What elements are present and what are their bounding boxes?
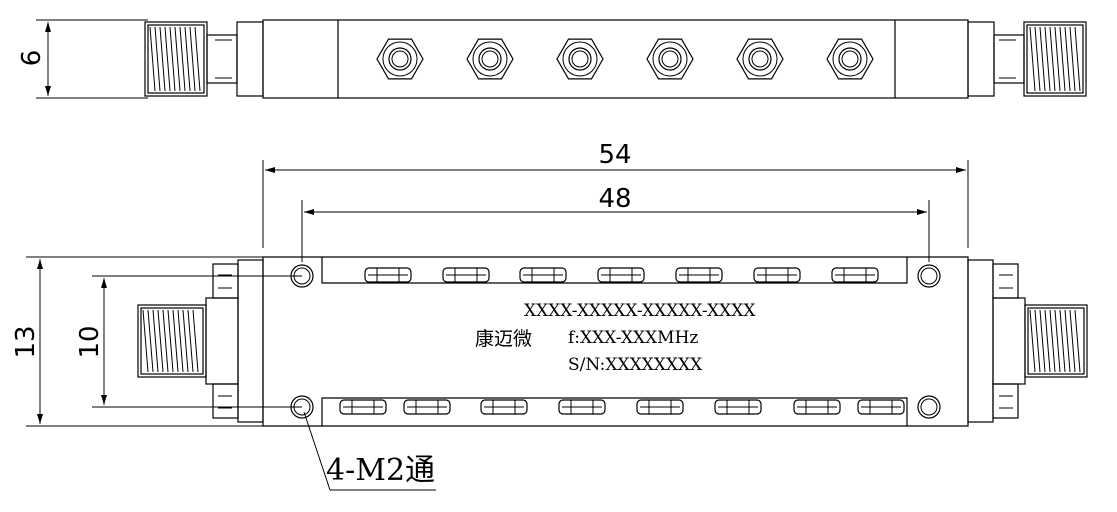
thread-line [1049,309,1056,373]
tuning-screws [376,38,874,80]
thread-line [1054,26,1061,92]
top-left-connector [137,259,264,423]
thread-line [177,309,184,373]
side-height-label: 6 [17,50,47,67]
thread-line [164,26,171,92]
thread-line [1029,309,1036,373]
tuning-nut [339,399,387,415]
tuning-nut [714,399,762,415]
thread-line [1034,26,1041,92]
thread-line [1049,26,1056,92]
length-dimensions: 54 48 [262,140,969,262]
tuning-nut [636,399,684,415]
tuning-nut [480,399,528,415]
thread-line [149,26,156,92]
mounting-holes [290,264,941,419]
tuning-nut [857,399,905,415]
serial-number: S/N:XXXXXXXX [568,355,703,375]
thread-line [192,309,199,373]
thread-line [1044,309,1051,373]
thread-line [174,26,181,92]
tuning-nut [558,399,606,415]
thread-line [1039,309,1046,373]
tuning-nut [364,267,412,283]
thread-line [162,309,169,373]
thread-line [142,309,149,373]
width-holes-label: 10 [75,325,105,358]
thread-line [1069,309,1076,373]
thread-line [1074,309,1081,373]
thread-line [167,309,174,373]
thread-line [194,26,201,92]
thread-line [1054,309,1061,373]
tuning-nut [793,399,841,415]
thread-line [1034,309,1041,373]
thread-line [157,309,164,373]
tuning-screw [556,38,604,80]
thread-line [187,309,194,373]
thread-line [1039,26,1046,92]
brand-name: 康迈微 [475,328,532,350]
tuning-nut [675,267,723,283]
thread-line [159,26,166,92]
top-body [262,256,969,427]
tuning-nuts [339,267,905,415]
tuning-nut [442,267,490,283]
thread-line [1074,26,1081,92]
side-left-connector [144,21,264,97]
tuning-screw [646,38,694,80]
thread-line [179,26,186,92]
thread-line [172,309,179,373]
length-holes-label: 48 [598,184,631,214]
tuning-nut [403,399,451,415]
thread-line [152,309,159,373]
thread-line [147,309,154,373]
tuning-screw [826,38,874,80]
thread-line [184,26,191,92]
thread-line [1064,309,1071,373]
thread-line [1044,26,1051,92]
width-total-label: 13 [11,325,41,358]
frequency-range: f:XXX-XXXMHz [568,328,698,348]
tuning-nut [831,267,879,283]
thread-line [1069,26,1076,92]
part-number: XXXX-XXXXX-XXXXX-XXXX [524,301,756,321]
thread-line [1064,26,1071,92]
thread-line [1029,26,1036,92]
tuning-screw [466,38,514,80]
tuning-screw [736,38,784,80]
length-total-label: 54 [598,140,631,170]
top-right-connector [967,259,1088,423]
thread-line [182,309,189,373]
thread-line [1059,309,1066,373]
tuning-nut [597,267,645,283]
tuning-nut [753,267,801,283]
tuning-screw [376,38,424,80]
tuning-nut [519,267,567,283]
side-body [262,19,969,99]
top-view: 13 10 [11,256,1088,491]
hole-callout: 4-M2通 [326,453,435,488]
side-right-connector [967,21,1087,97]
side-view: 6 [17,19,1087,99]
thread-line [189,26,196,92]
thread-line [169,26,176,92]
thread-line [154,26,161,92]
thread-line [1059,26,1066,92]
